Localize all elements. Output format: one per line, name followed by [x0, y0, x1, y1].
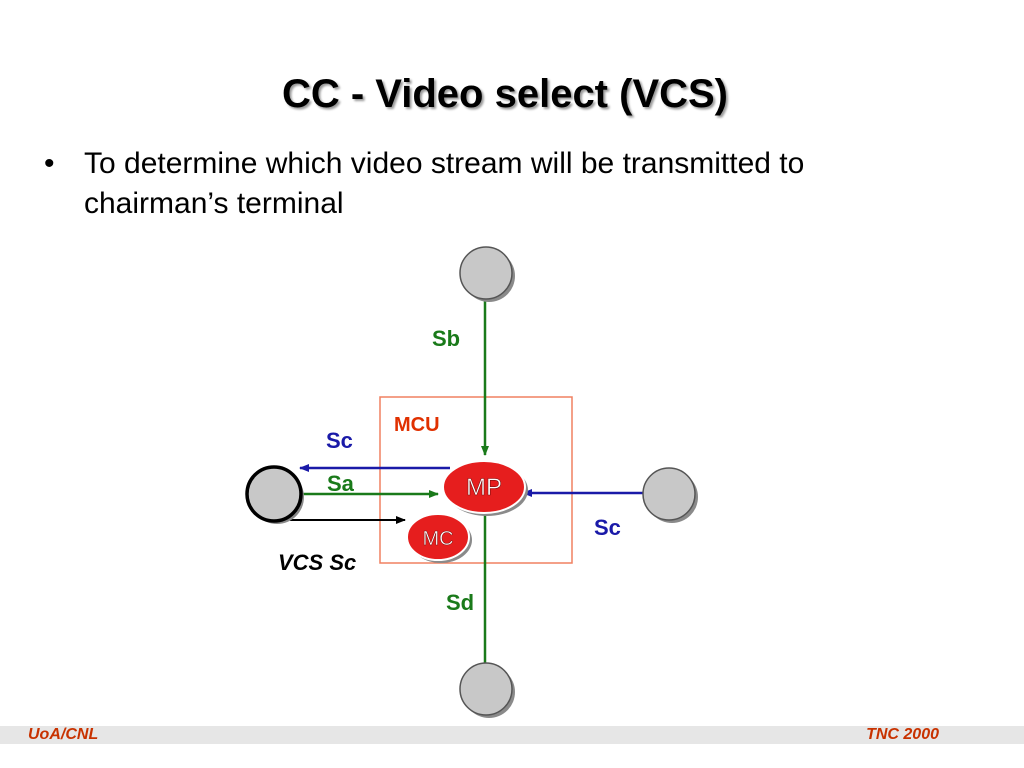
sd-label: Sd	[446, 590, 474, 615]
mp-label: MP	[466, 474, 502, 501]
terminal-node-top	[459, 246, 515, 302]
mc-node: MC	[406, 513, 472, 563]
sb-label: Sb	[432, 326, 460, 351]
footer-right-label: TNC 2000	[866, 726, 939, 743]
terminal-node-right	[642, 467, 698, 523]
vcs-label: VCS Sc	[278, 550, 356, 575]
mp-node: MP	[442, 460, 528, 516]
footer-bar	[0, 726, 1024, 744]
mc-label: MC	[422, 528, 453, 550]
chairman-terminal-node	[245, 465, 304, 524]
sc-right-label: Sc	[594, 515, 621, 540]
bullet-dot-icon: •	[44, 147, 55, 180]
bullet-text: To determine which video stream will be …	[84, 147, 805, 220]
mcu-box	[379, 396, 573, 564]
slide-title: CC - Video select (VCS)	[281, 72, 729, 116]
terminal-node-bottom	[459, 662, 515, 718]
sc-left-label: Sc	[326, 428, 353, 453]
mcu-label: MCU	[394, 414, 440, 436]
sa-label: Sa	[327, 471, 355, 496]
footer-left-label: UoA/CNL	[28, 726, 99, 743]
